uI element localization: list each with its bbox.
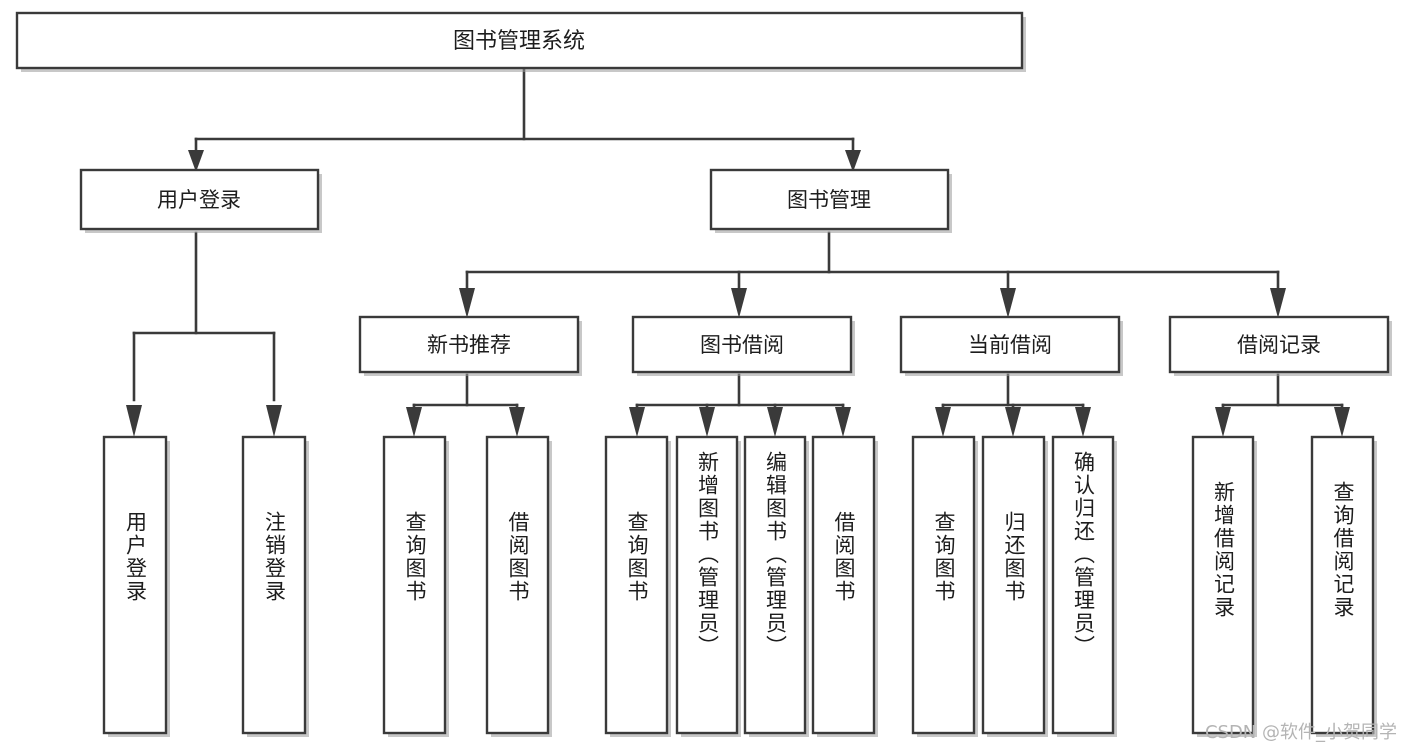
arrow-to-leaf-user-logout [266, 405, 282, 437]
node-book-borrow-label: 图书借阅 [700, 333, 784, 357]
arrow-to-current-borrow [1000, 288, 1016, 318]
node-leaf-add-record[interactable] [1191, 435, 1257, 737]
node-leaf-query-book-1[interactable] [382, 435, 449, 737]
node-leaf-borrow-book-1[interactable] [485, 435, 552, 737]
connector-book-borrow-to-leaves [629, 373, 851, 437]
node-leaf-add-book[interactable] [675, 435, 741, 737]
arrow-to-leaf-add-book [699, 407, 715, 437]
node-book-manage[interactable]: 图书管理 [709, 168, 952, 233]
arrow-to-leaf-edit-book [767, 407, 783, 437]
arrow-to-leaf-query-book-1 [406, 407, 422, 437]
node-leaf-query-book-2[interactable] [604, 435, 671, 737]
arrow-to-leaf-query-record [1334, 407, 1350, 437]
node-current-borrow[interactable]: 当前借阅 [899, 315, 1123, 376]
node-leaf-query-record[interactable] [1310, 435, 1377, 737]
node-user-login-label: 用户登录 [157, 188, 241, 212]
node-borrow-record-label: 借阅记录 [1237, 333, 1321, 357]
connector-book-manage-to-level3 [459, 231, 1286, 318]
arrow-to-leaf-borrow-book-2 [835, 407, 851, 437]
node-current-borrow-label: 当前借阅 [968, 333, 1052, 357]
arrow-to-book-manage [845, 150, 861, 172]
node-book-borrow[interactable]: 图书借阅 [631, 315, 855, 376]
arrow-to-leaf-return-book [1005, 407, 1021, 437]
node-new-book-recommend[interactable]: 新书推荐 [358, 315, 582, 376]
arrow-to-new-book-recommend [459, 288, 475, 318]
node-user-login[interactable]: 用户登录 [79, 168, 322, 233]
node-leaf-user-login[interactable] [102, 435, 170, 737]
arrow-to-user-login [188, 150, 204, 172]
arrow-to-leaf-user-login [126, 405, 142, 437]
connector-root-to-level2 [188, 66, 861, 172]
node-borrow-record[interactable]: 借阅记录 [1168, 315, 1392, 376]
arrow-to-book-borrow [731, 288, 747, 318]
node-book-manage-label: 图书管理 [787, 188, 871, 212]
connector-borrow-record-to-leaves [1215, 373, 1350, 437]
node-leaf-edit-book[interactable] [743, 435, 809, 737]
node-root[interactable]: 图书管理系统 [15, 11, 1026, 72]
connector-new-book-recommend-to-leaves [406, 373, 525, 437]
node-leaf-borrow-book-2[interactable] [811, 435, 878, 737]
connector-current-borrow-to-leaves [935, 373, 1091, 437]
arrow-to-leaf-borrow-book-1 [509, 407, 525, 437]
node-new-book-recommend-label: 新书推荐 [427, 333, 511, 357]
arrow-to-leaf-add-record [1215, 407, 1231, 437]
node-root-label: 图书管理系统 [453, 29, 585, 54]
node-leaf-user-logout[interactable] [241, 435, 309, 737]
node-leaf-return-book[interactable] [981, 435, 1048, 737]
arrow-to-leaf-query-book-3 [935, 407, 951, 437]
arrow-to-leaf-confirm-return [1075, 407, 1091, 437]
connector-user-login-to-leaves [126, 231, 282, 437]
arrow-to-leaf-query-book-2 [629, 407, 645, 437]
node-leaf-query-book-3[interactable] [911, 435, 978, 737]
node-leaf-confirm-return[interactable] [1051, 435, 1117, 737]
arrow-to-borrow-record [1270, 288, 1286, 318]
